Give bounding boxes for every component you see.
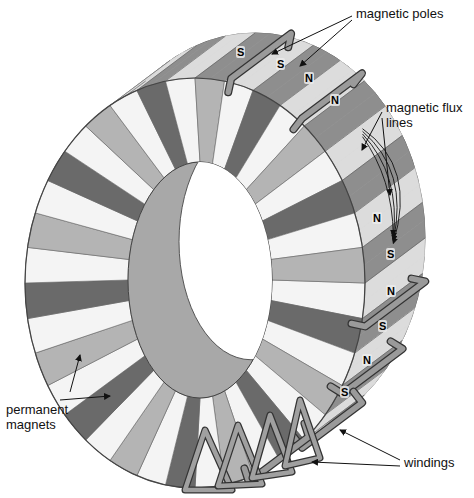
- flux-line: [363, 131, 398, 240]
- pole-letter: N: [304, 72, 314, 84]
- magnetic-pole-band: [364, 220, 425, 283]
- leader-line: [312, 462, 400, 466]
- pole-edge: [362, 202, 422, 247]
- pole-letter: N: [362, 354, 372, 366]
- pole-edge: [325, 106, 385, 151]
- leader-line: [300, 20, 352, 66]
- front-outer-edge: [25, 78, 365, 488]
- pole-letter: N: [386, 285, 396, 297]
- leader-line: [340, 430, 400, 460]
- leader-line: [60, 396, 110, 400]
- flux-line: [363, 129, 401, 244]
- part-label: permanent magnets: [6, 402, 86, 432]
- flux-line: [363, 134, 395, 238]
- pole-edge: [342, 136, 402, 181]
- pole-edge: [280, 60, 340, 105]
- part-label: windings: [404, 455, 470, 470]
- permanent-magnet-segment: [25, 280, 129, 319]
- winding-loop-outline: [285, 400, 320, 466]
- permanent-magnet-segment: [271, 247, 365, 283]
- leader-line: [272, 16, 352, 54]
- winding-outline: [228, 34, 291, 93]
- pole-letter: N: [372, 212, 382, 224]
- part-label: magnetic flux lines: [386, 100, 466, 130]
- winding-outline: [352, 279, 426, 327]
- winding-loop: [285, 400, 320, 466]
- part-label: magnetic poles: [356, 6, 466, 21]
- winding: [228, 34, 291, 93]
- pole-edge: [355, 168, 415, 213]
- central-hole: [179, 124, 323, 360]
- pole-letter: S: [340, 386, 349, 398]
- pole-letter: S: [236, 46, 245, 58]
- permanent-magnet-segment: [166, 78, 201, 164]
- pole-letter: N: [330, 94, 340, 106]
- leader-line: [70, 355, 80, 392]
- pole-letter: S: [386, 248, 395, 260]
- winding: [352, 279, 426, 327]
- leader-line: [362, 112, 382, 150]
- pole-letter: S: [276, 58, 285, 70]
- pole-edge: [165, 36, 225, 81]
- pole-letter: S: [378, 320, 387, 332]
